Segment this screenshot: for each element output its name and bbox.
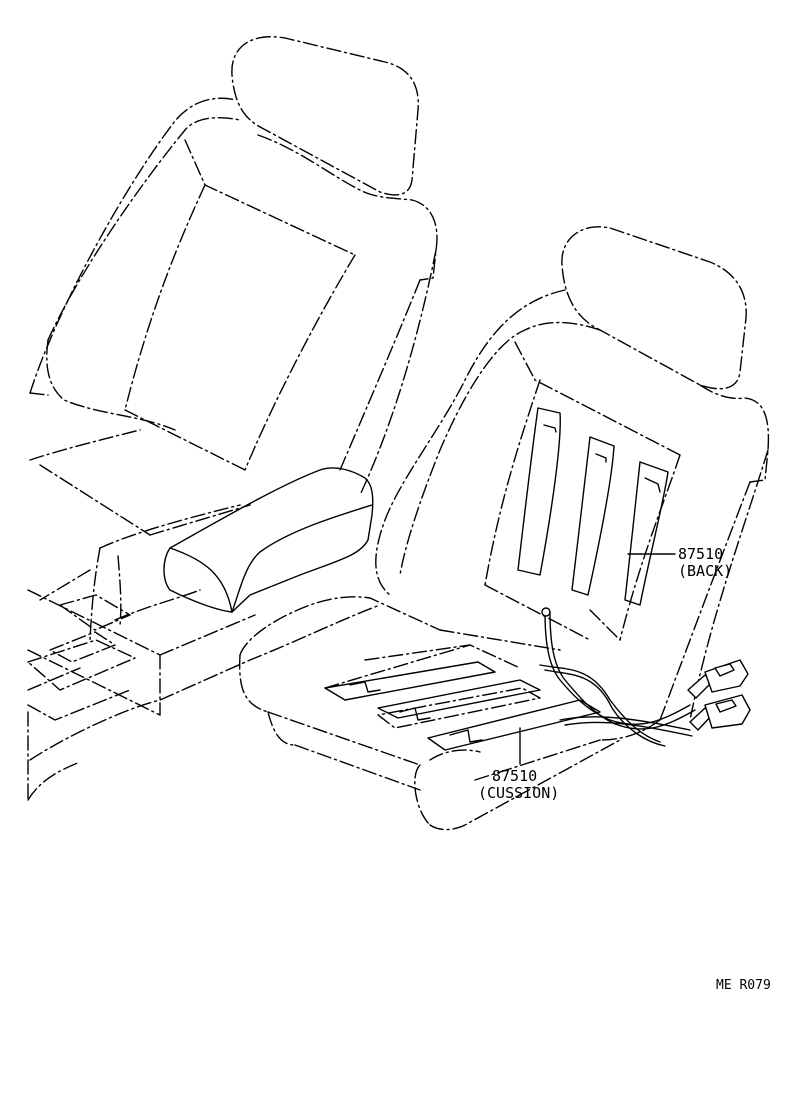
figure-code: ME R079	[716, 978, 771, 993]
back-callout: 87510 (BACK)	[627, 545, 732, 580]
right-seat	[238, 226, 770, 831]
back-part-note: (BACK)	[678, 562, 732, 580]
left-seat	[27, 36, 438, 801]
cushion-callout: 87510 (CUSSION)	[478, 727, 559, 802]
back-part-number: 87510	[678, 545, 723, 563]
cushion-part-number: 87510	[492, 767, 537, 785]
cushion-part-note: (CUSSION)	[478, 784, 559, 802]
